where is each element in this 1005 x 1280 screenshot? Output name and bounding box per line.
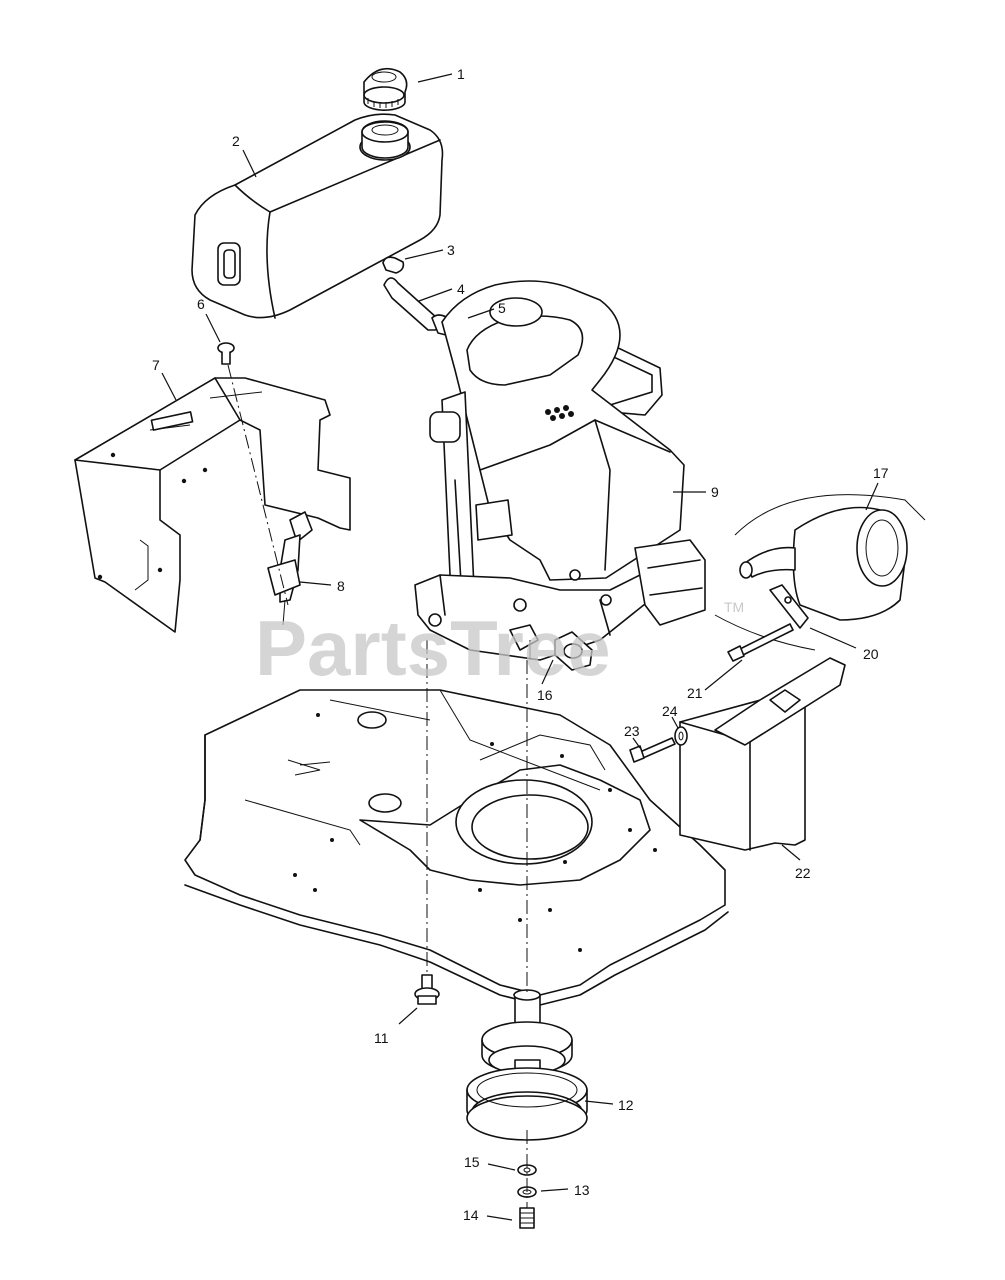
bolt-23 — [629, 737, 676, 763]
engine — [414, 280, 706, 661]
callout-23: 23 — [624, 723, 640, 739]
muffler-bracket — [769, 584, 809, 629]
callout-20: 20 — [863, 646, 879, 662]
fuel-tank — [191, 113, 444, 319]
screw-6 — [217, 342, 235, 365]
callout-2: 2 — [232, 133, 240, 149]
callout-7: 7 — [152, 357, 160, 373]
callout-16: 16 — [537, 687, 553, 703]
callout-4: 4 — [457, 281, 465, 297]
callout-8: 8 — [337, 578, 345, 594]
callout-13: 13 — [574, 1182, 590, 1198]
callout-11: 11 — [374, 1030, 389, 1046]
bolt-21 — [727, 623, 794, 662]
watermark: PartsTree TM — [255, 599, 744, 692]
watermark-trademark: TM — [724, 599, 744, 615]
callout-17: 17 — [873, 465, 889, 481]
washer-24 — [674, 726, 688, 746]
callout-5: 5 — [498, 300, 506, 316]
watermark-text: PartsTree — [255, 604, 611, 692]
callout-22: 22 — [795, 865, 811, 881]
leader-lines — [161, 73, 879, 1221]
muffler — [714, 494, 926, 651]
callout-12: 12 — [618, 1097, 634, 1113]
callout-24: 24 — [662, 703, 678, 719]
fuel-cap — [363, 67, 408, 111]
callout-15: 15 — [464, 1154, 480, 1170]
callout-6: 6 — [197, 296, 205, 312]
callout-1: 1 — [457, 66, 465, 82]
screw-11 — [414, 974, 440, 1005]
bolt-14 — [519, 1207, 535, 1229]
alignment-lines — [227, 364, 528, 1208]
callout-21: 21 — [687, 685, 703, 701]
washer-15 — [517, 1164, 537, 1176]
callout-14: 14 — [463, 1207, 479, 1223]
throttle-control — [267, 511, 313, 626]
callout-9: 9 — [711, 484, 719, 500]
pulley-assembly — [466, 989, 588, 1141]
callout-labels: 1 2 3 4 5 6 7 8 9 11 12 13 14 15 16 17 2… — [152, 66, 889, 1223]
heat-shield — [679, 657, 846, 851]
mower-deck — [184, 689, 729, 1006]
callout-3: 3 — [447, 242, 455, 258]
engine-bracket — [74, 377, 351, 633]
gasket — [554, 631, 593, 671]
